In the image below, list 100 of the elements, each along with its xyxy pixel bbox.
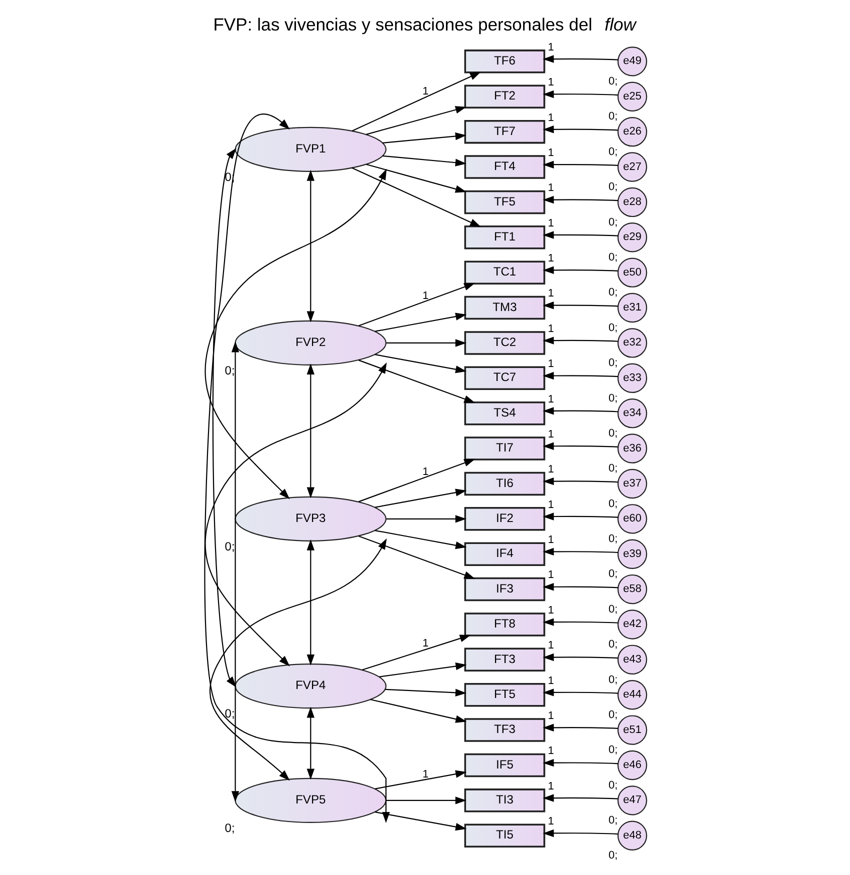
edge-label: 1	[547, 498, 554, 511]
node-circle: e39	[616, 539, 647, 569]
node-box: TM3	[464, 296, 545, 320]
node-label: 0;	[608, 498, 618, 510]
node-box: TF3	[464, 718, 545, 742]
edge-label: 1	[422, 768, 428, 780]
arrow	[542, 758, 618, 767]
node-box: TI6	[464, 472, 545, 496]
node-label: 0;	[608, 533, 618, 546]
arrow	[542, 55, 618, 63]
edge-label: 1	[422, 85, 428, 98]
node-box: FT3	[464, 648, 545, 672]
arrow	[351, 72, 481, 132]
node-ellipse: FVP5	[234, 778, 386, 823]
node-label: 0;	[608, 462, 618, 475]
node-box: TI5	[464, 824, 545, 848]
node-ellipse: FVP3	[234, 496, 386, 542]
edge-label: 1	[547, 288, 554, 300]
arrow	[382, 132, 466, 144]
node-circle: e43	[616, 644, 647, 675]
node-box: IF3	[464, 577, 545, 602]
edge-label: 1	[547, 358, 554, 370]
node-circle: e34	[616, 398, 647, 428]
arrow	[361, 634, 470, 670]
arrow	[386, 515, 466, 523]
node-label: 0;	[608, 638, 618, 651]
edge-label: 1	[422, 637, 428, 650]
node-circle: e46	[616, 750, 647, 780]
arrow	[542, 196, 618, 204]
node-box: IF5	[464, 753, 545, 778]
node-label: 0;	[608, 392, 618, 404]
arrow	[542, 548, 618, 556]
node-circle: e50	[616, 258, 647, 288]
edge-label: 1	[547, 816, 554, 828]
node-circle: e37	[616, 468, 647, 499]
arrow	[374, 312, 466, 332]
node-label: 0;	[608, 357, 618, 370]
node-ellipse: FVP1	[234, 126, 386, 172]
node-circle: e58	[616, 574, 647, 604]
arrow	[542, 688, 618, 696]
node-label: 0;	[608, 744, 618, 756]
edge-label: 1	[547, 745, 554, 758]
node-box: TF6	[464, 50, 545, 74]
node-circle: e49	[616, 46, 647, 76]
arrow	[358, 536, 475, 579]
node-circle: e42	[616, 610, 647, 640]
node-box: TF5	[464, 190, 545, 214]
arrow	[209, 538, 386, 781]
arrow	[212, 148, 236, 688]
node-label: 0;	[608, 322, 618, 334]
node-label: 0;	[608, 603, 618, 616]
node-label: 0;	[608, 814, 618, 827]
edge-label: 1	[547, 780, 554, 792]
node-label: 0;	[608, 216, 618, 228]
arrow	[542, 512, 618, 520]
arrow	[306, 539, 314, 666]
node-label: 0;	[608, 779, 618, 792]
node-box: TC2	[464, 331, 545, 355]
node-circle: e28	[616, 187, 647, 218]
arrow	[306, 706, 314, 780]
node-ellipse: FVP4	[234, 664, 386, 709]
arrow	[374, 488, 466, 508]
node-label: 0;	[608, 181, 618, 194]
arrow	[542, 407, 618, 415]
arrow	[542, 266, 618, 274]
arrow	[370, 698, 466, 723]
node-label: 0;	[224, 364, 234, 378]
edge-label: 1	[547, 76, 554, 89]
diagram-title: FVP: las vivencias y sensaciones personales del flow	[212, 14, 636, 34]
node-circle: e31	[616, 292, 647, 323]
edge-label: 1	[547, 252, 554, 265]
arrow	[378, 662, 466, 678]
arrow	[351, 167, 481, 228]
node-circle: e44	[616, 680, 647, 710]
edge-label: 1	[547, 112, 554, 124]
arrow	[358, 458, 475, 502]
node-circle: e47	[616, 786, 647, 816]
node-box: TC7	[464, 366, 545, 390]
node-box: TF7	[464, 120, 545, 144]
node-label: 0;	[224, 540, 234, 554]
arrow	[386, 796, 466, 804]
node-box: FT2	[464, 84, 545, 108]
node-label: 0;	[608, 76, 618, 88]
node-circle: e48	[616, 820, 647, 850]
arrow	[542, 302, 618, 310]
arrow	[358, 283, 475, 326]
edge-label: 1	[547, 428, 554, 440]
arrow	[542, 583, 618, 591]
node-circle: e29	[616, 222, 647, 252]
arrow	[230, 341, 239, 802]
edge-label: 1	[547, 217, 554, 230]
arrow	[542, 336, 618, 344]
arrow	[542, 794, 618, 802]
node-box: TI3	[464, 788, 545, 812]
node-circle: e36	[616, 434, 647, 464]
edge-label: 1	[547, 640, 554, 652]
arrow	[382, 155, 466, 166]
edge-label: 1	[547, 393, 554, 406]
edge-label: 1	[547, 322, 554, 335]
arrow	[358, 360, 475, 403]
